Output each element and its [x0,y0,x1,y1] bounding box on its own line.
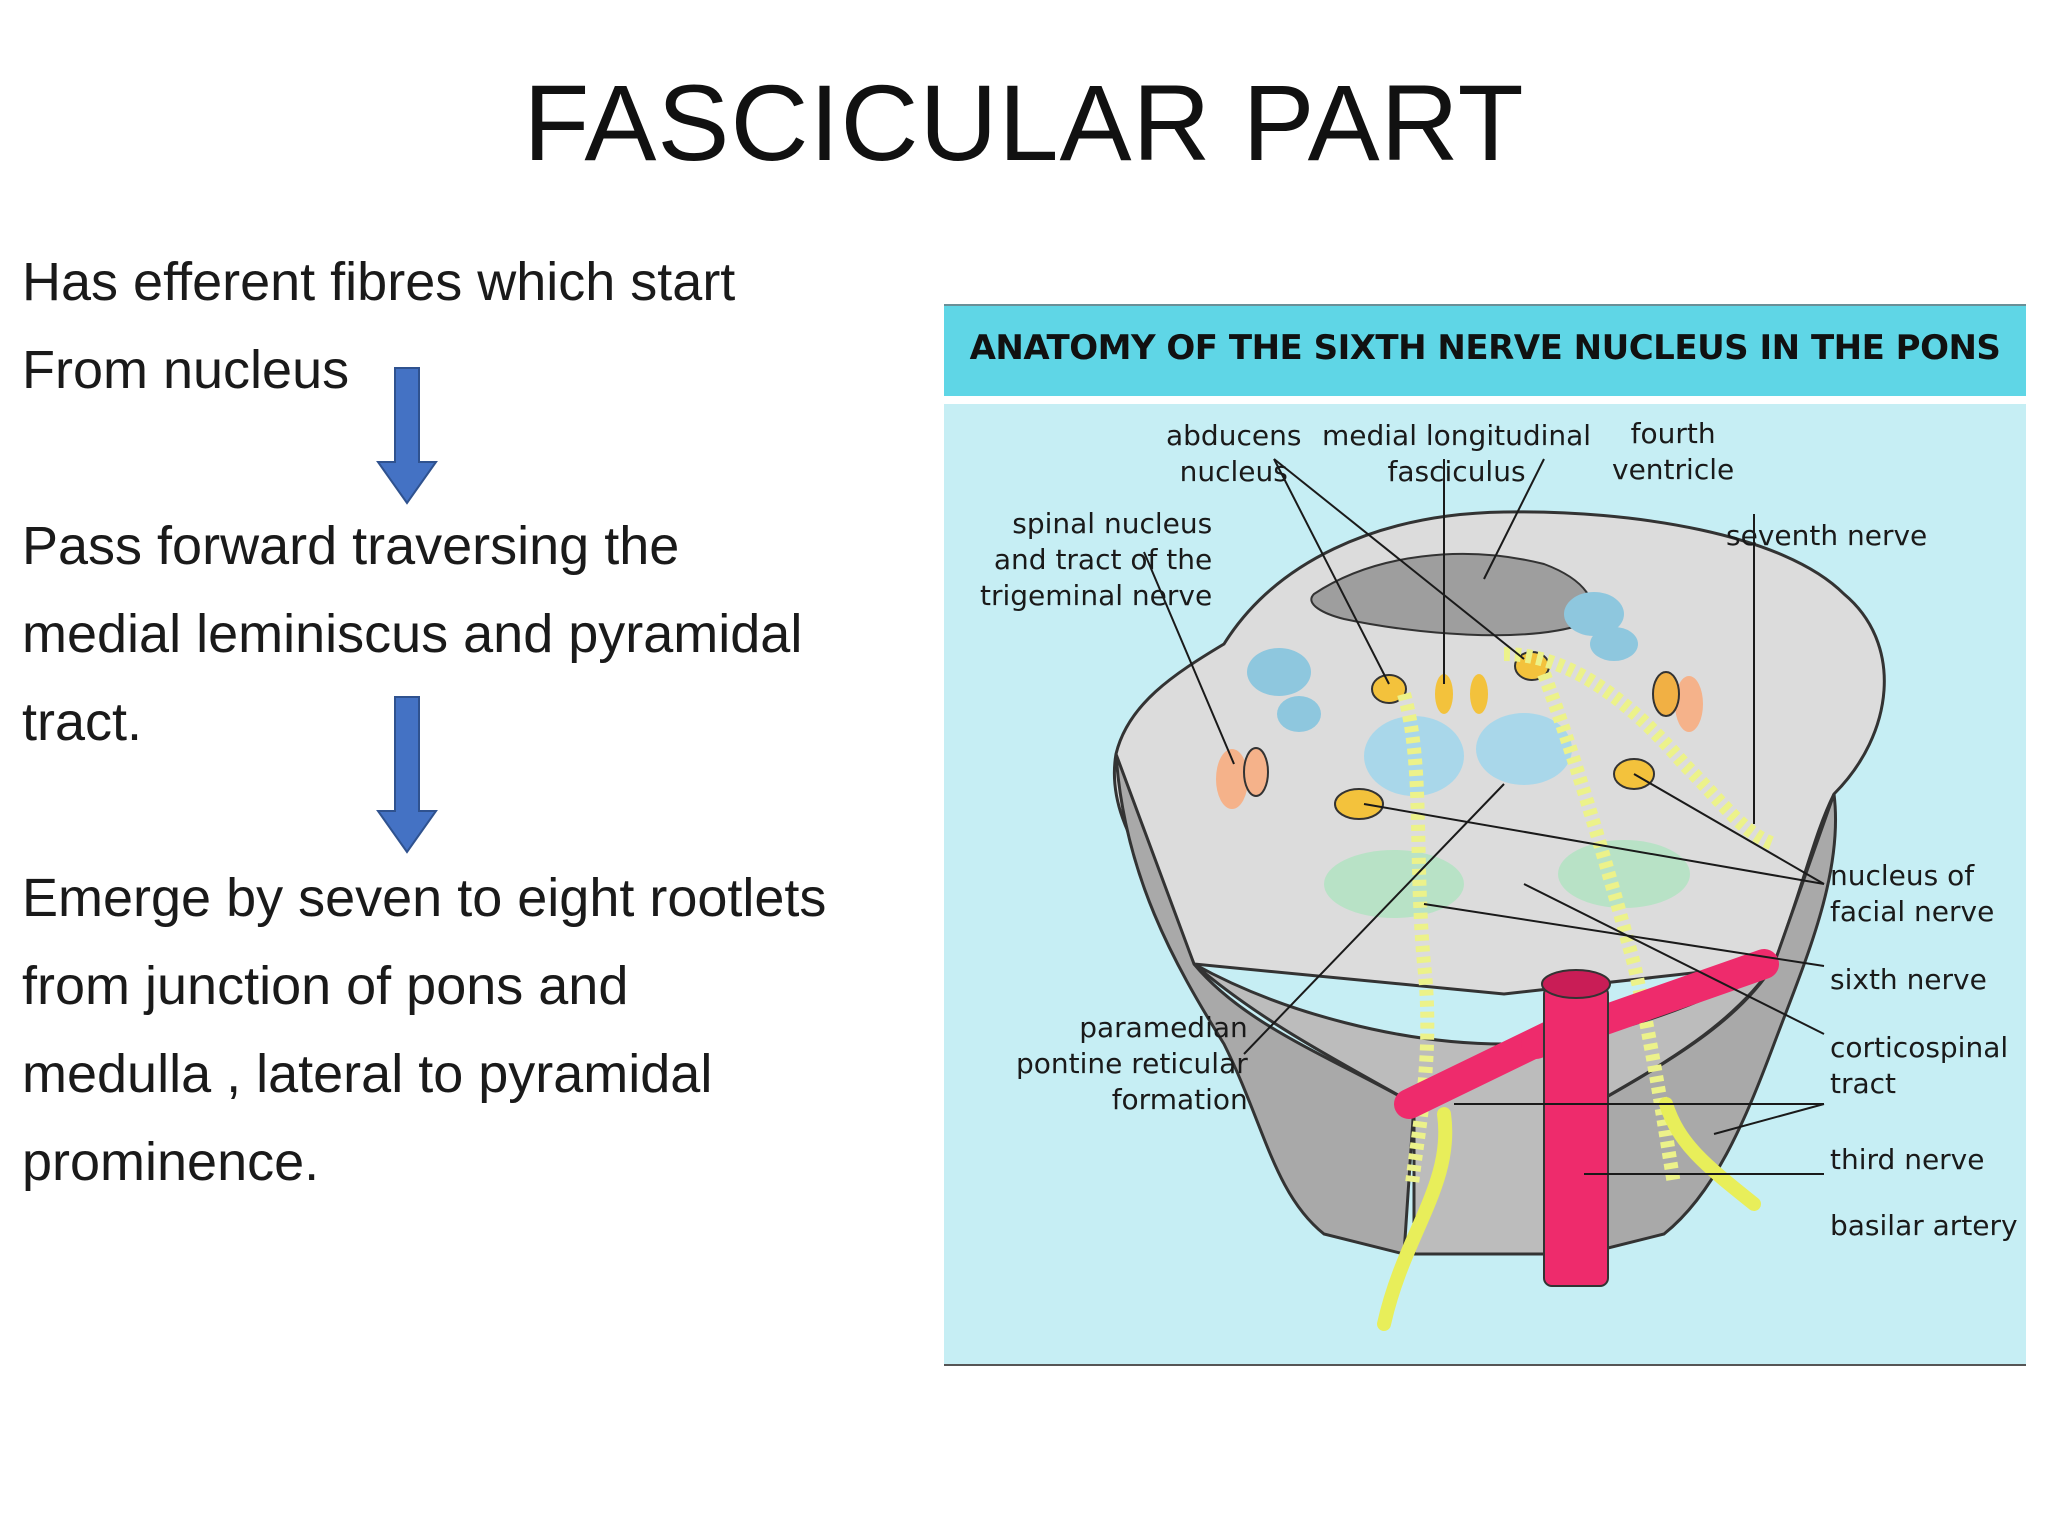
text-line: From nucleus [22,340,350,400]
blue-nucleus [1277,696,1321,732]
text-line: tract. [22,692,143,752]
text-line: Pass forward traversing the [22,516,680,576]
sixth-nerve-fibre [1397,692,1435,1185]
text-line: prominence. [22,1132,320,1192]
basilar-artery [1543,985,1609,1287]
trigeminal-nucleus [1216,749,1248,809]
label-fourth-ventricle: fourth ventricle [1612,417,1735,486]
figure-banner [944,306,2026,404]
label-seventh-nerve: seventh nerve [1726,519,1928,552]
label-spinal-nucleus-trigeminal: spinal nucleus and tract of the trigemin… [980,507,1213,612]
facial-nucleus-orange [1652,671,1680,717]
blue-nucleus [1564,592,1624,636]
blue-nucleus [1247,648,1311,696]
trigeminal-nucleus [1243,747,1269,797]
third-nerve [1377,1107,1453,1331]
label-corticospinal-tract: corticospinal tract [1830,1031,2009,1100]
third-nerve [1659,1097,1761,1211]
medial-lemniscus-blue [1476,713,1572,785]
mlf-yellow [1470,674,1488,714]
label-basilar-artery: basilar artery [1830,1209,2018,1242]
basilar-artery-opening [1541,969,1611,999]
text-line: Emerge by seven to eight rootlets [22,868,827,928]
corticospinal-green [1558,840,1690,908]
text-line: Has efferent fibres which start [22,252,736,312]
sixth-nerve-fibre [1537,671,1681,1186]
slide-title: FASCICULAR PART [523,62,1525,183]
paragraph-emerge-rootlets: Emerge by seven to eight rootlets from j… [22,854,826,1206]
facial-nucleus-orange [1675,676,1703,732]
text-line: medulla , lateral to pyramidal [22,1044,713,1104]
paragraph-efferent-fibres: Has efferent fibres which start From nuc… [22,238,735,414]
corticospinal-green [1324,850,1464,918]
blue-nucleus [1590,627,1638,661]
pons-side-left [1114,753,1416,1256]
figure-title: ANATOMY OF THE SIXTH NERVE NUCLEUS IN TH… [969,328,2001,368]
label-nucleus-of-facial-nerve: nucleus of facial nerve [1830,859,1995,928]
label-third-nerve: third nerve [1830,1143,1985,1176]
label-abducens-nucleus: abducens nucleus [1166,419,1302,488]
text-line: from junction of pons and [22,956,629,1016]
mlf-yellow [1435,674,1453,714]
paragraph-pass-forward: Pass forward traversing the medial lemin… [22,502,802,766]
label-paramedian-pontine-reticular-formation: paramedian pontine reticular formation [1016,1011,1248,1116]
down-arrow-icon [376,367,438,505]
medial-lemniscus-blue [1364,716,1464,796]
label-medial-longitudinal-fasciculus: medial longitudinal fasciculus [1322,419,1592,488]
text-line: medial leminiscus and pyramidal [22,604,803,664]
facial-nucleus [1334,788,1384,820]
pons-illustration [1112,458,1886,1331]
down-arrow-icon [376,696,438,854]
leader-lines [1143,458,1825,1175]
label-sixth-nerve: sixth nerve [1830,963,1987,996]
pons-anatomy-figure: ANATOMY OF THE SIXTH NERVE NUCLEUS IN TH… [944,304,2026,1366]
